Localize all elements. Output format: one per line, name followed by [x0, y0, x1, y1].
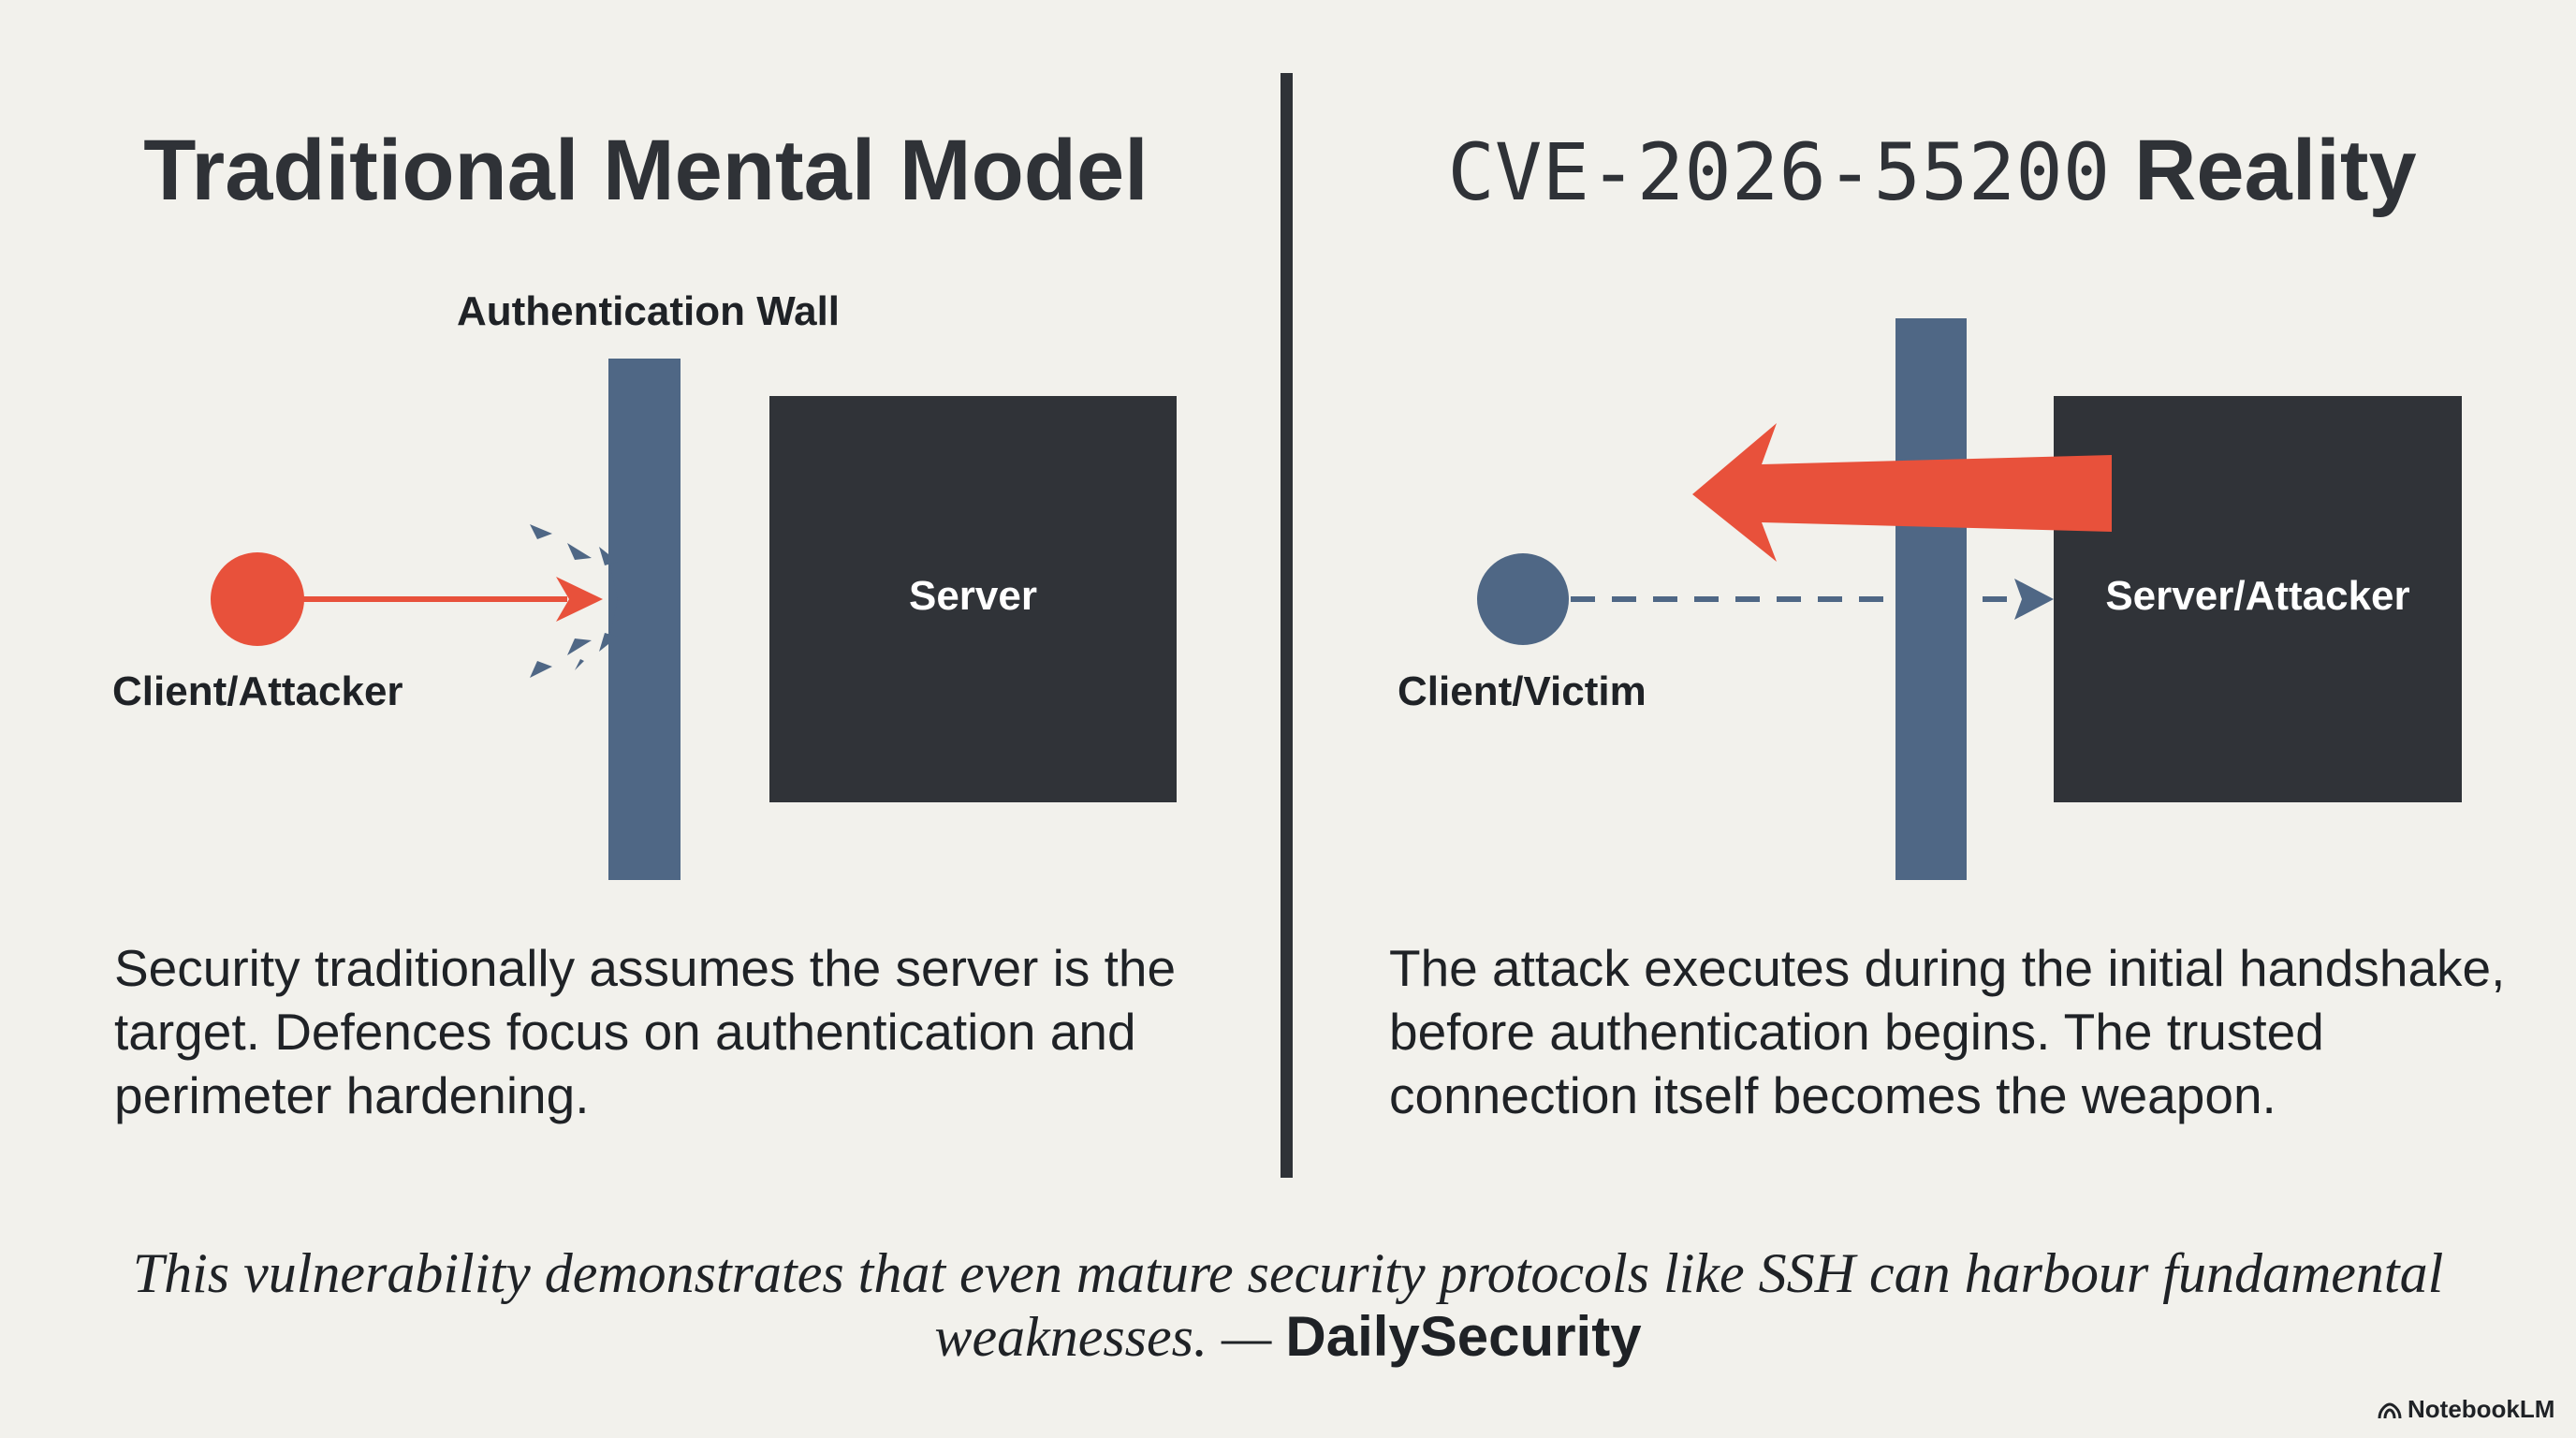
- left-heading: Traditional Mental Model: [143, 123, 1149, 218]
- cve-identifier: CVE-2026-55200: [1447, 126, 2111, 218]
- server-label: Server: [908, 573, 1037, 619]
- client-victim-label: Client/Victim: [1398, 668, 1647, 714]
- notebooklm-watermark: NotebookLM: [2378, 1395, 2554, 1424]
- counter-attack-arrow: [1692, 423, 2112, 562]
- impact-burst-icon: [530, 524, 638, 678]
- notebooklm-logo-icon: [2378, 1402, 2402, 1419]
- server-attacker-box: [2054, 396, 2462, 802]
- client-attacker-node: [211, 552, 304, 646]
- quote: This vulnerability demonstrates that eve…: [0, 1241, 2576, 1369]
- quote-source: DailySecurity: [1285, 1305, 1642, 1368]
- attack-arrow-head: [556, 577, 603, 622]
- watermark-text: NotebookLM: [2408, 1395, 2555, 1423]
- quote-text: This vulnerability demonstrates that eve…: [132, 1242, 2444, 1368]
- client-attacker-label: Client/Attacker: [112, 668, 403, 714]
- left-description: Security traditionally assumes the serve…: [114, 939, 1177, 1124]
- reality-word: Reality: [2133, 123, 2417, 218]
- trusted-connection-arrow-head: [2014, 579, 2054, 620]
- center-divider: [1281, 73, 1293, 1178]
- right-heading: CVE-2026-55200 Reality: [1288, 122, 2576, 221]
- client-victim-node: [1477, 553, 1569, 645]
- right-description: The attack executes during the initial h…: [1389, 939, 2506, 1124]
- server-box: [769, 396, 1177, 802]
- authentication-wall-label: Authentication Wall: [457, 288, 841, 334]
- server-attacker-label: Server/Attacker: [2105, 573, 2410, 619]
